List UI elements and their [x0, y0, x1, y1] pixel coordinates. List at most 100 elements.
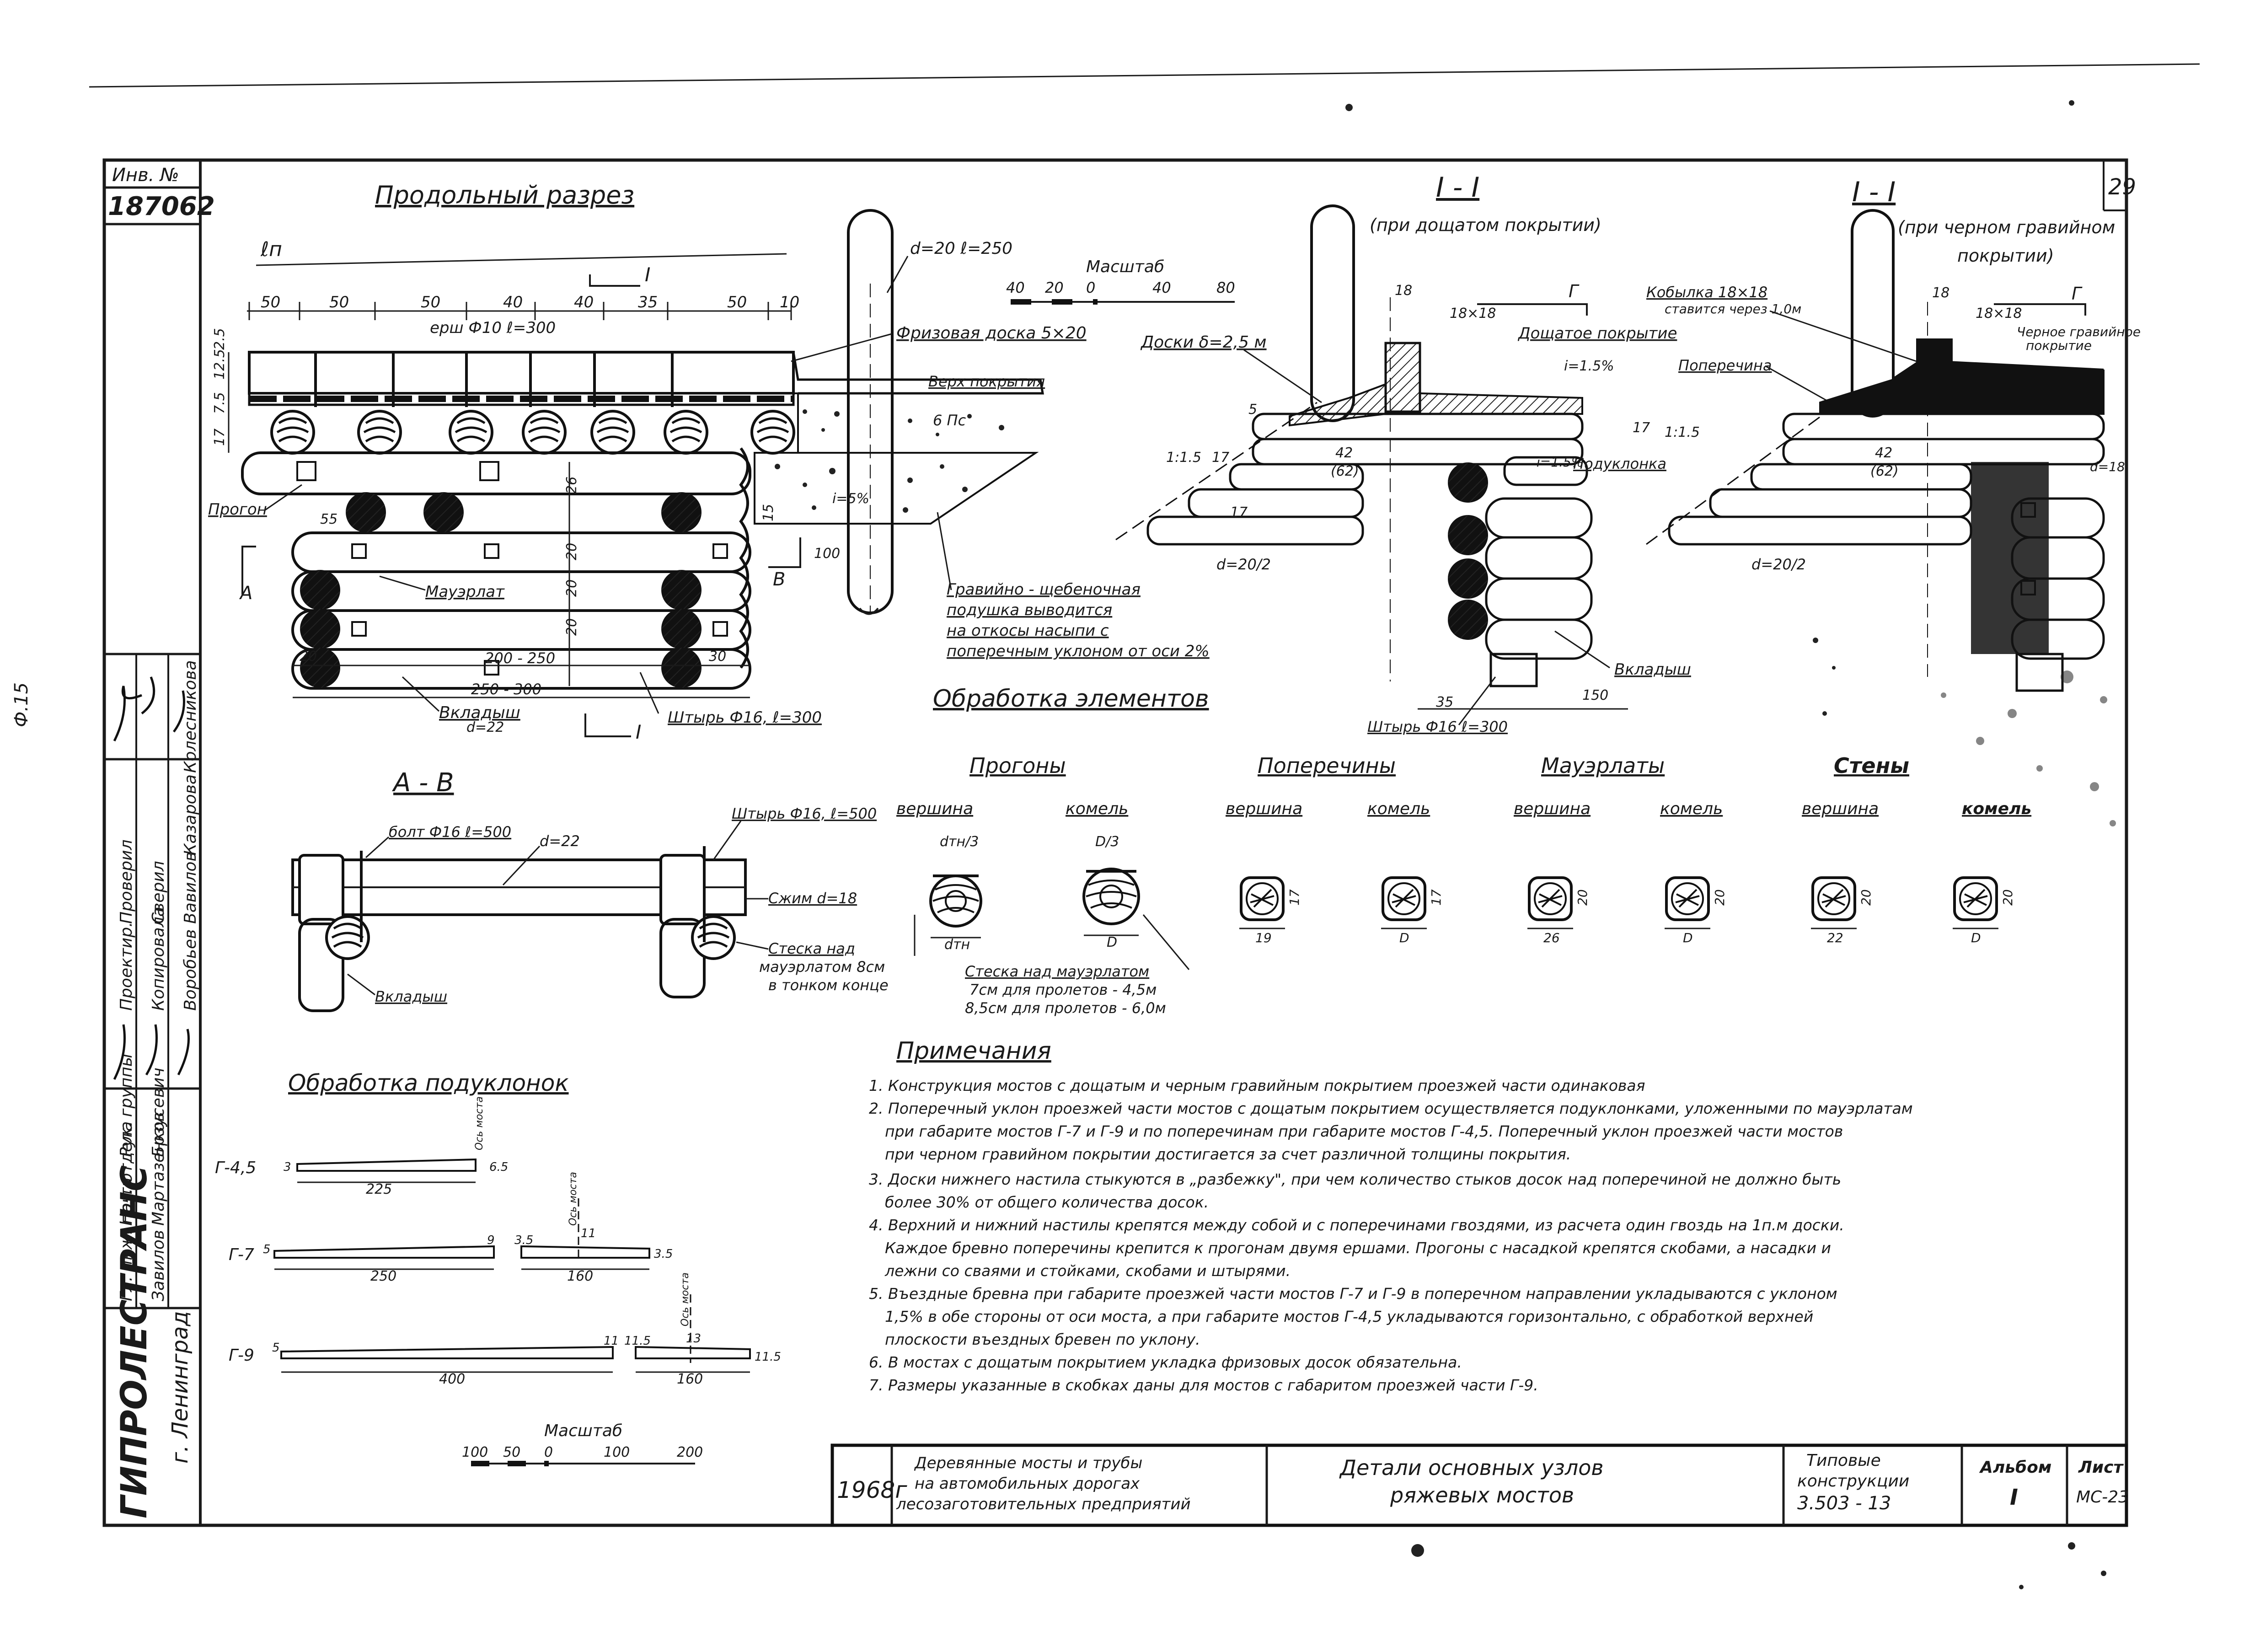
- sa-g: Г: [1569, 281, 1580, 301]
- sa-podukl: Подуклонка: [1573, 455, 1666, 472]
- sa-d42: 42: [1335, 445, 1353, 461]
- sa-plank: Дощатое покрытие: [1517, 324, 1677, 343]
- sa-d150: 150: [1582, 687, 1608, 703]
- row-0: 26: [564, 477, 580, 494]
- podukl-len-2: 400: [439, 1371, 465, 1387]
- proc-title-0: Прогоны: [969, 753, 1066, 778]
- sb-d62: (62): [1870, 463, 1899, 479]
- sa-h0: 5: [1248, 402, 1257, 418]
- sb-crib: [1971, 462, 2105, 692]
- gravel-note-3: поперечным уклоном от оси 2%: [947, 642, 1210, 660]
- dim-top-6: 50: [727, 293, 747, 311]
- signature-scribble: [113, 676, 190, 1080]
- podukl-scale-0: 100: [462, 1444, 488, 1460]
- slope-label: i=5%: [832, 491, 869, 507]
- gravel-note-leader: [937, 512, 952, 590]
- dim-top-2: 50: [421, 293, 440, 311]
- dim-left-2: 7.5: [212, 392, 228, 414]
- proc-h-1: 17: [1287, 889, 1302, 906]
- note-12: 6. В мостах с дощатым покрытием укладка …: [869, 1353, 1462, 1371]
- section-gravel: I - I (при черном гравийном покрытии) 18…: [1646, 176, 2141, 826]
- note-1: 2. Поперечный уклон проезжей части мосто…: [869, 1100, 1913, 1117]
- dim-top-0: 50: [261, 293, 280, 311]
- notes: Примечания 1. Конструкция мостов с дощат…: [869, 1037, 1913, 1394]
- sa-d20: d=20/2: [1216, 556, 1271, 573]
- progon-label: Прогон: [208, 500, 267, 519]
- stamp-role-6: Сверил: [149, 861, 168, 924]
- podukl-axis-2: Ось моста: [680, 1272, 691, 1326]
- sb-d42: 42: [1875, 445, 1892, 461]
- tb-list-label: Лист: [2078, 1458, 2124, 1477]
- stamp-org: ГИПРОЛЕСТРАНС: [114, 1165, 155, 1518]
- proc-h-2: 20: [1575, 889, 1590, 906]
- proc-top-0: вершина: [896, 799, 973, 818]
- podukl-section: Обработка подуклонок Г-4,5 3 6.5 225 Ось…: [215, 1070, 781, 1466]
- sa-d62: (62): [1331, 463, 1359, 479]
- dim-top-3: 40: [503, 293, 523, 311]
- sa-h2: 17: [1230, 504, 1248, 520]
- crossbeam-logs: [272, 411, 794, 453]
- podukl-scale-title: Масштаб: [544, 1421, 622, 1440]
- dim-55: 55: [320, 511, 337, 527]
- title-block: 1968г Деревянные мосты и трубы на автомо…: [830, 1443, 2129, 1527]
- sa-h3: 17: [1633, 420, 1650, 436]
- note-10: 1,5% в обе стороны от оси моста, а при г…: [885, 1308, 1813, 1325]
- dim-left-1: 17: [212, 429, 228, 446]
- stamp-role-5: Копировала: [149, 906, 168, 1011]
- sb-d18x18: 18×18: [1976, 306, 2022, 322]
- longitudinal-title: Продольный разрез: [375, 181, 634, 209]
- stamp-city: г. Ленинград: [167, 1311, 193, 1464]
- note-11: плоскости въездных бревен по уклону.: [885, 1330, 1200, 1348]
- podukl-name-1: Г-7: [229, 1245, 254, 1264]
- sb-kobylka: Кобылка 18×18: [1646, 284, 1767, 301]
- longitudinal-section: Продольный разрез ℓп I 50 50 50 40 40 35…: [208, 181, 1235, 743]
- inv-number: 187062: [108, 192, 215, 221]
- pin-label: Штырь Ф16, ℓ=300: [668, 708, 822, 727]
- proc-title-1: Поперечины: [1258, 753, 1396, 778]
- proc-butt-3: комель: [1962, 799, 2031, 818]
- sa-ratio: 1:1.5: [1166, 450, 1201, 466]
- stamp-name-1: Мартазенков: [149, 1112, 168, 1226]
- podukl-len2-2: 160: [677, 1371, 703, 1387]
- podukl-l-0: 3: [284, 1160, 291, 1174]
- podukl-m-2: 11: [604, 1334, 619, 1348]
- gravel-note-2: на откосы насыпи с: [947, 622, 1109, 640]
- podukl-scale-3: 100: [604, 1444, 630, 1460]
- proc-top-w-0: dтн: [944, 937, 970, 953]
- note-13: 7. Размеры указанные в скобках даны для …: [869, 1376, 1538, 1394]
- sheet-number: 29: [2108, 174, 2136, 200]
- vklad-label: Вкладыш: [439, 703, 520, 722]
- section-b-note-1: (при черном гравийном: [1898, 217, 2115, 237]
- dim-30: 30: [709, 649, 726, 665]
- mark-b: В: [773, 569, 785, 590]
- podukl-m-1: 9: [487, 1234, 495, 1247]
- processing-title: Обработка элементов: [933, 685, 1209, 713]
- ab-cut2-0: Стеска над мауэрлатом: [965, 963, 1149, 980]
- section-mark-bottom: I: [636, 721, 641, 743]
- podukl-r-0: 6.5: [489, 1160, 508, 1174]
- tb-series: 3.503 - 13: [1797, 1493, 1891, 1514]
- proc-butt-1: комель: [1367, 799, 1430, 818]
- note-9: 5. Въездные бревна при габарите проезжей…: [869, 1285, 1837, 1303]
- gravel-label: 6 Пс: [933, 412, 966, 429]
- proc-progon-logs: [929, 868, 1140, 928]
- section-mark-top: I: [645, 263, 650, 286]
- sb-ratio: 1:1.5: [1665, 424, 1700, 440]
- stamp-name-6: Колесникова: [181, 660, 200, 773]
- pile-label: d=20 ℓ=250: [910, 239, 1012, 258]
- ab-clamp: Сжим d=18: [768, 890, 857, 907]
- ab-cut1-1: мауэрлатом 8см: [759, 958, 885, 976]
- side-stamp: Инв. № 187062 Ф.15 Гл. инж. пр-та Нач. о…: [11, 159, 215, 1527]
- sb-g: Г: [2072, 284, 2083, 304]
- tb-title-1: ряжевых мостов: [1390, 1483, 1574, 1507]
- dim-15: 15: [760, 504, 777, 521]
- stamp-role-4: Проверил: [117, 839, 136, 924]
- dim-top-1: 50: [329, 293, 349, 311]
- proc-butt-0: комель: [1066, 799, 1128, 818]
- ln-label: ℓп: [260, 238, 282, 261]
- proc-butt-2: комель: [1660, 799, 1723, 818]
- podukl-title: Обработка подуклонок: [288, 1070, 569, 1096]
- tb-project-1: на автомобильных дорогах: [915, 1475, 1140, 1493]
- tb-list: МС-23: [2076, 1488, 2129, 1507]
- gravel-note-1: подушка выводится: [947, 601, 1112, 619]
